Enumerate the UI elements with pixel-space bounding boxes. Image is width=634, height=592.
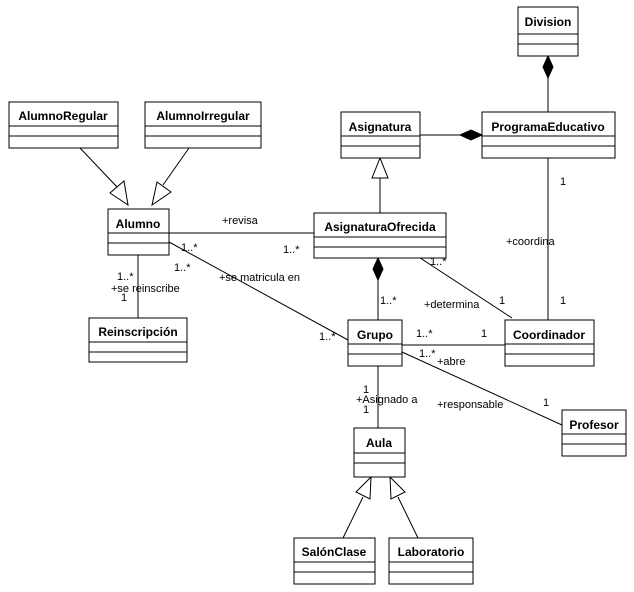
- multiplicity-label: 1..*: [319, 331, 336, 343]
- class-division[interactable]: Division: [517, 6, 579, 57]
- class-name: Aula: [366, 436, 392, 450]
- class-asignatura[interactable]: Asignatura: [340, 111, 421, 159]
- class-name: Division: [525, 15, 572, 29]
- class-name: Laboratorio: [398, 545, 465, 559]
- generalization-arrow-icon: [109, 180, 129, 207]
- class-coordinador[interactable]: Coordinador: [504, 319, 595, 367]
- role-label-determina: +determina: [424, 299, 480, 311]
- edge-irregular-alumno: [162, 147, 190, 186]
- multiplicity-label: 1: [363, 384, 369, 396]
- generalization-arrow-icon: [371, 156, 389, 179]
- multiplicity-label: 1: [481, 328, 487, 340]
- edge-matricula: [168, 241, 349, 341]
- multiplicity-label: 1..*: [416, 328, 433, 340]
- role-label-asignado: +Asignado a: [356, 394, 418, 406]
- role-label-reinscribe: +se reinscribe: [111, 283, 180, 295]
- class-alumno-regular[interactable]: AlumnoRegular: [8, 101, 119, 149]
- class-name: Asignatura: [349, 120, 412, 134]
- composition-diamond-icon: [458, 129, 484, 141]
- generalization-arrow-icon: [355, 475, 372, 500]
- role-label-matricula: +se matricula en: [219, 272, 300, 284]
- class-alumno-irregular[interactable]: AlumnoIrregular: [144, 101, 262, 149]
- multiplicity-label: 1..*: [283, 244, 300, 256]
- multiplicity-label: 1: [560, 176, 566, 188]
- class-name: Profesor: [569, 418, 619, 432]
- class-name: AlumnoRegular: [18, 109, 108, 123]
- multiplicity-label: 1: [543, 397, 549, 409]
- role-label-coordina: +coordina: [506, 236, 556, 248]
- generalization-arrow-icon: [151, 181, 172, 207]
- class-grupo[interactable]: Grupo: [347, 319, 403, 367]
- class-name: Grupo: [357, 328, 393, 342]
- generalization-arrow-icon: [389, 475, 406, 500]
- role-label-revisa: +revisa: [222, 215, 259, 227]
- edge-regular-alumno: [79, 147, 119, 189]
- class-name: AlumnoIrregular: [156, 109, 250, 123]
- multiplicity-label: 1..*: [419, 348, 436, 360]
- multiplicity-label: 1: [121, 292, 127, 304]
- composition-diamond-icon: [372, 256, 384, 282]
- class-name: AsignaturaOfrecida: [324, 220, 436, 234]
- multiplicity-label: 1..*: [430, 256, 447, 268]
- multiplicity-label: 1: [499, 295, 505, 307]
- class-name: Reinscripción: [98, 325, 177, 339]
- class-alumno[interactable]: Alumno: [107, 208, 170, 256]
- edge-grupo-profesor: [401, 351, 563, 426]
- class-name: Coordinador: [513, 328, 585, 342]
- class-name: SalónClase: [302, 545, 367, 559]
- role-label-abre: +abre: [437, 356, 465, 368]
- class-reinscripcion[interactable]: Reinscripción: [88, 317, 188, 363]
- class-programa-educativo[interactable]: ProgramaEducativo: [481, 111, 616, 159]
- multiplicity-label: 1..*: [174, 262, 191, 274]
- class-name: Alumno: [116, 217, 161, 231]
- edge-laboratorio-aula: [397, 496, 419, 539]
- composition-diamond-icon: [542, 54, 554, 80]
- class-asignatura-ofrecida[interactable]: AsignaturaOfrecida: [313, 212, 447, 259]
- edge-determina: [413, 253, 513, 319]
- multiplicity-label: 1: [363, 404, 369, 416]
- multiplicity-label: 1..*: [380, 295, 397, 307]
- class-aula[interactable]: Aula: [353, 427, 406, 478]
- class-name: ProgramaEducativo: [491, 120, 604, 134]
- edge-salon-aula: [342, 496, 364, 539]
- class-salon-clase[interactable]: SalónClase: [293, 537, 376, 585]
- multiplicity-label: 1..*: [181, 242, 198, 254]
- role-label-responsable: +responsable: [437, 399, 503, 411]
- class-profesor[interactable]: Profesor: [561, 409, 627, 457]
- multiplicity-label: 1: [560, 295, 566, 307]
- multiplicity-label: 1..*: [117, 271, 134, 283]
- class-laboratorio[interactable]: Laboratorio: [388, 537, 474, 585]
